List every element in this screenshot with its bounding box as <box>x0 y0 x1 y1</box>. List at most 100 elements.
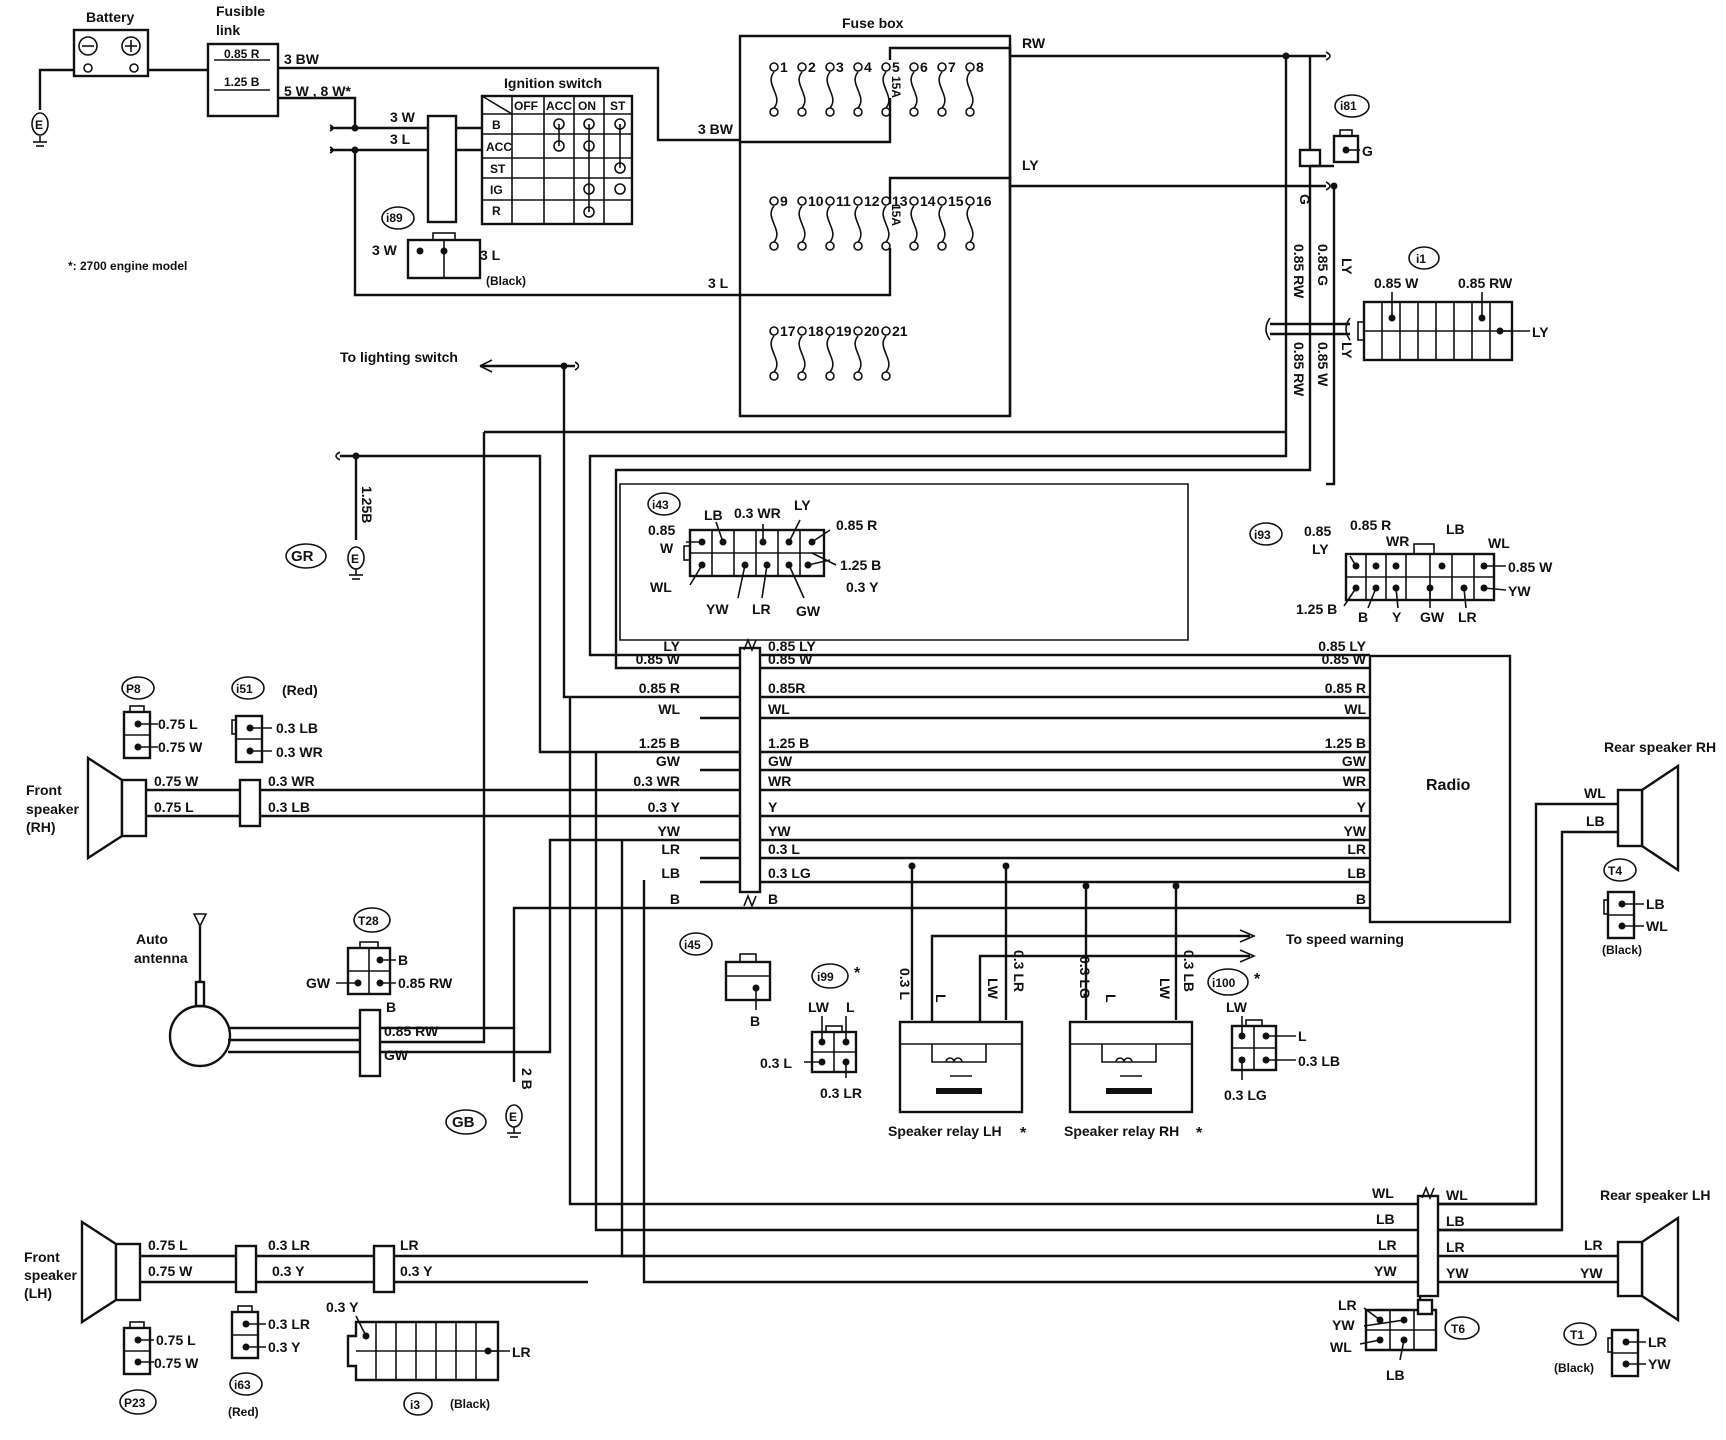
t4-lb: LB <box>1646 896 1665 912</box>
fuse-element <box>910 71 918 109</box>
fuse-number: 2 <box>808 59 816 75</box>
p23-connector: 0.75 L 0.75 W P23 <box>119 1321 199 1415</box>
fuse-number: 6 <box>920 59 928 75</box>
i93-wr: WR <box>1386 533 1409 549</box>
fuse-number: 15 <box>948 193 964 209</box>
fuse-number: 11 <box>836 193 851 209</box>
wire-rw-top: RW <box>1022 35 1046 51</box>
front-rh-03lb: 0.3 LB <box>268 799 310 815</box>
front-lh-label-1: Front <box>24 1249 60 1265</box>
i63-connector: 0.3 LR 0.3 Y i63 (Red) <box>228 1305 310 1419</box>
i3-black: (Black) <box>450 1397 490 1411</box>
rear-rh-wl: WL <box>1584 785 1606 801</box>
t6-label: T6 <box>1451 1322 1465 1336</box>
ign-col-off: OFF <box>514 99 538 113</box>
harness-wire-label: Y <box>768 799 778 815</box>
fuse-terminal-bottom <box>825 371 835 381</box>
i45-label: i45 <box>684 938 701 952</box>
wire-085g-v: 0.85 G <box>1315 244 1331 286</box>
harness-wire-label: B <box>768 891 778 907</box>
harness-wire-label: YW <box>768 823 791 839</box>
rear-left-yw: YW <box>1374 1263 1397 1279</box>
p8-075l: 0.75 L <box>158 716 198 732</box>
i89-black: (Black) <box>486 274 526 288</box>
fuse-terminal-top <box>769 326 779 336</box>
fuse-terminal-top <box>937 62 947 72</box>
i43-label: i43 <box>652 498 669 512</box>
antenna-label-1: Auto <box>136 931 168 947</box>
wire-085rw-v2: 0.85 RW <box>1291 342 1307 397</box>
gr-ground: E GR <box>285 543 365 580</box>
speaker-relay-rh[interactable]: 0.3 LG L LW 0.3 LB Speaker relay RH * <box>1064 950 1203 1142</box>
fuse-number: 17 <box>780 323 796 339</box>
fuse-terminal-bottom <box>909 241 919 251</box>
rear-right-wl: WL <box>1446 1187 1468 1203</box>
front-rh-075w: 0.75 W <box>154 773 199 789</box>
fusible-link: Fusible link 0.85 R 1.25 B <box>206 3 280 118</box>
i1-ly: LY <box>1532 324 1549 340</box>
i43-yw: YW <box>706 601 729 617</box>
i93-yw: YW <box>1508 583 1531 599</box>
fuse-number: 13 <box>892 193 908 209</box>
fuse-terminal-top <box>881 326 891 336</box>
i43-125b: 1.25 B <box>840 557 881 573</box>
wire-125b-v: 1.25B <box>359 486 375 523</box>
fuse-terminal-bottom <box>853 107 863 117</box>
speed-warning-label: To speed warning <box>1286 931 1404 947</box>
wire-085w-v: 0.85 W <box>1315 342 1331 387</box>
t1-connector: T1 LR YW (Black) <box>1554 1322 1671 1378</box>
i93-085w: 0.85 W <box>1508 559 1553 575</box>
antenna-gw: GW <box>384 1047 409 1063</box>
fuse-terminal-bottom <box>937 107 947 117</box>
i93-085: 0.85 <box>1304 523 1331 539</box>
harness-wire-label: 0.3 WR <box>633 773 680 789</box>
fuse-terminal-top <box>881 62 891 72</box>
i43-ly: LY <box>794 497 811 513</box>
t28-label: T28 <box>358 914 379 928</box>
relay-rh-asterisk: * <box>1196 1125 1203 1142</box>
i63-red: (Red) <box>228 1405 259 1419</box>
harness-wire-label: 0.85 R <box>639 680 680 696</box>
i51-label: i51 <box>236 682 253 696</box>
i93-label: i93 <box>1254 528 1271 542</box>
fuse-element <box>966 205 974 243</box>
fuse-terminal-top <box>965 196 975 206</box>
i89-3w: 3 W <box>372 242 398 258</box>
i99-03l: 0.3 L <box>760 1055 792 1071</box>
harness-wire-label: YW <box>1343 823 1366 839</box>
front-lh-075l: 0.75 L <box>148 1237 188 1253</box>
relay-rh-lw: LW <box>1157 978 1173 1000</box>
fuse-terminal-bottom <box>769 107 779 117</box>
fuse-terminal-bottom <box>909 107 919 117</box>
i43-connector: i43 0.85 W LB 0.3 WR LY 0.85 R WL YW LR … <box>619 483 1189 641</box>
fuse-element <box>854 205 862 243</box>
fuse-terminal-top <box>909 62 919 72</box>
harness-wire-label: WR <box>1343 773 1366 789</box>
auto-antenna[interactable]: Auto antenna <box>134 913 382 1078</box>
i3-lr: LR <box>512 1344 531 1360</box>
wire-ly-v1: LY <box>1339 258 1355 275</box>
speaker-relay-lh[interactable]: 0.3 L L LW 0.3 LR Speaker relay LH * <box>888 950 1027 1142</box>
radio-unit[interactable]: Radio <box>1368 654 1512 924</box>
i81-g: G <box>1362 143 1373 159</box>
fuse-terminal-bottom <box>853 241 863 251</box>
i43-gw: GW <box>796 603 821 619</box>
i3-03y: 0.3 Y <box>326 1299 359 1315</box>
p23-075w: 0.75 W <box>154 1355 199 1371</box>
i43-085: 0.85 <box>648 522 675 538</box>
fuse-number: 14 <box>920 193 936 209</box>
harness-wire-label: LR <box>1347 841 1366 857</box>
fuse-terminal-top <box>797 196 807 206</box>
fuse-terminal-top <box>965 62 975 72</box>
harness-wire-label: B <box>670 891 680 907</box>
fuse-number: 16 <box>976 193 992 209</box>
fuse-terminal-top <box>825 62 835 72</box>
i1-085rw: 0.85 RW <box>1458 275 1513 291</box>
front-speaker-lh: Front speaker (LH) <box>24 1219 142 1325</box>
harness-wire-label: GW <box>768 753 793 769</box>
harness-wire-label: 0.85 W <box>768 651 813 667</box>
fuse-terminal-bottom <box>965 241 975 251</box>
radio-harness <box>700 653 1370 910</box>
